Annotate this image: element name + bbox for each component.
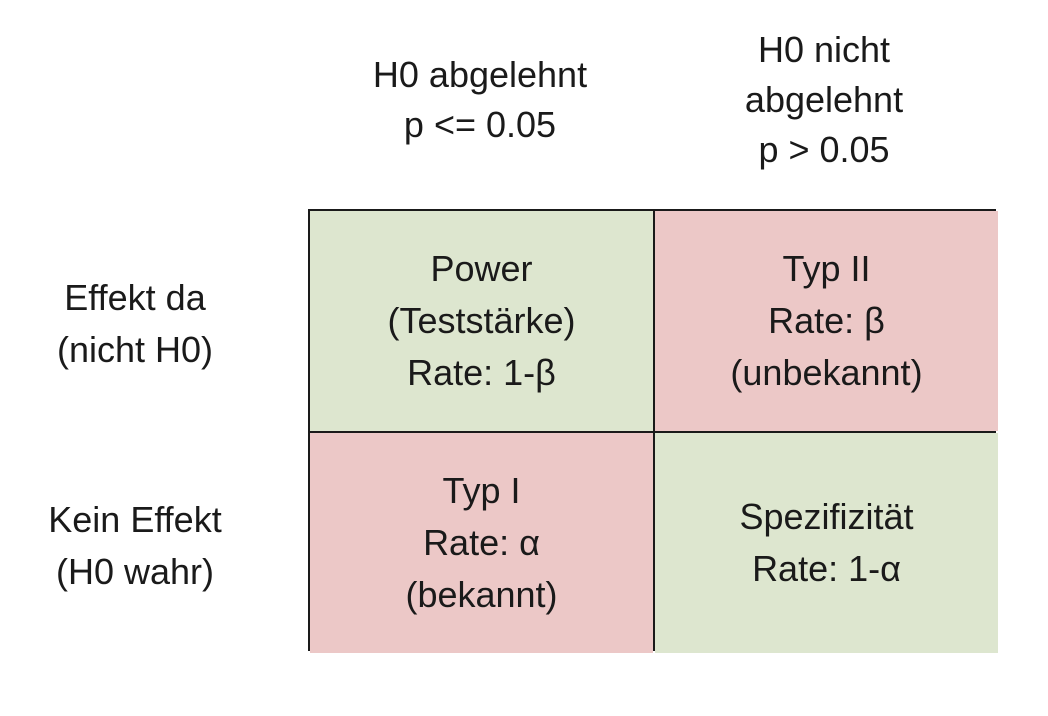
row-label-line: (nicht H0) <box>56 329 214 370</box>
column-header-line: abgelehnt <box>744 79 904 120</box>
row-label-line: (H0 wahr) <box>55 551 215 592</box>
column-header-h0-not-rejected: H0 nicht abgelehnt p > 0.05 <box>652 25 996 175</box>
cell-line: Typ II <box>782 248 871 289</box>
cell-line: (Teststärke) <box>387 300 576 341</box>
decision-matrix: Power (Teststärke) Rate: 1-β Typ II Rate… <box>308 209 998 653</box>
column-header-line: H0 abgelehnt <box>372 54 588 95</box>
cell-line: (bekannt) <box>405 574 558 615</box>
cell-line: Rate: α <box>423 522 540 563</box>
cell-line: Power <box>430 248 533 289</box>
cell-line: Rate: 1-α <box>752 548 901 589</box>
column-header-line: p <= 0.05 <box>403 104 557 145</box>
cell-power: Power (Teststärke) Rate: 1-β <box>310 211 653 431</box>
cell-line: Rate: 1-β <box>407 352 556 393</box>
row-label-effect-present: Effekt da (nicht H0) <box>20 272 250 376</box>
cell-line: Spezifizität <box>739 496 914 537</box>
cell-line: (unbekannt) <box>730 352 923 393</box>
cell-line: Typ I <box>442 470 521 511</box>
column-header-line: p > 0.05 <box>758 129 890 170</box>
row-label-line: Kein Effekt <box>48 499 222 540</box>
cell-type-ii-error: Typ II Rate: β (unbekannt) <box>655 211 998 431</box>
column-header-line: H0 nicht <box>757 29 891 70</box>
row-label-line: Effekt da <box>64 277 206 318</box>
row-label-no-effect: Kein Effekt (H0 wahr) <box>20 494 250 598</box>
column-header-h0-rejected: H0 abgelehnt p <= 0.05 <box>308 50 652 150</box>
cell-line: Rate: β <box>768 300 885 341</box>
cell-type-i-error: Typ I Rate: α (bekannt) <box>310 433 653 653</box>
cell-specificity: Spezifizität Rate: 1-α <box>655 433 998 653</box>
